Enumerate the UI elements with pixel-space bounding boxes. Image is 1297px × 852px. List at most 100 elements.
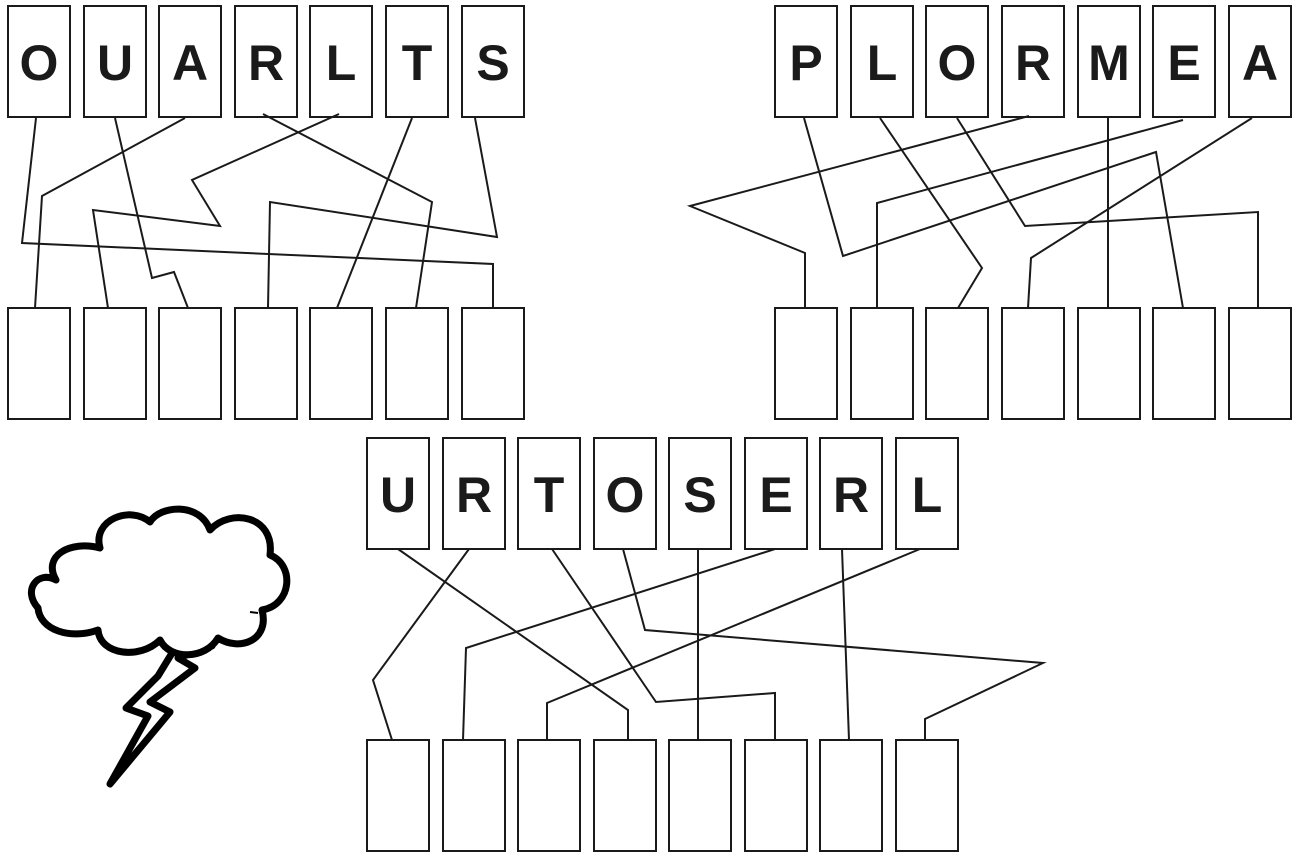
letter-tile: R [234, 5, 298, 118]
answer-box[interactable] [744, 739, 808, 852]
connector-line [1027, 117, 1253, 309]
connector-line [462, 548, 776, 741]
tile-letter: R [456, 467, 492, 523]
tile-letter: L [867, 35, 898, 91]
connector-line [551, 548, 776, 740]
tile-letter: U [380, 467, 416, 523]
connector-line [803, 117, 1184, 309]
puzzle-3: U R T O S E R L [366, 437, 1047, 852]
tile-letter: L [912, 467, 943, 523]
connector-line [876, 119, 1184, 308]
cloud-mark [249, 611, 259, 614]
answer-box[interactable] [517, 739, 581, 852]
puzzle-2: P L O R M E A [686, 5, 1292, 420]
answer-box[interactable] [819, 739, 883, 852]
letter-tile: A [1228, 5, 1292, 118]
answer-box[interactable] [895, 739, 959, 852]
letter-tile: U [366, 437, 430, 550]
tile-letter: L [326, 35, 357, 91]
letter-tile: T [517, 437, 581, 550]
tile-letter: R [1015, 35, 1051, 91]
connector-line [622, 548, 1047, 740]
tile-letter: U [97, 35, 133, 91]
puzzle-1-answer-boxes [7, 307, 525, 420]
connector-line [841, 548, 850, 741]
letter-tile: O [925, 5, 989, 118]
answer-box[interactable] [1077, 307, 1141, 420]
answer-box[interactable] [1152, 307, 1216, 420]
letter-tile: O [7, 5, 71, 118]
letter-tile: A [158, 5, 222, 118]
answer-box[interactable] [1001, 307, 1065, 420]
letter-tile: S [668, 437, 732, 550]
puzzle-2-connector-lines [686, 115, 1259, 309]
tile-letter: E [759, 467, 792, 523]
cloud-shape [28, 505, 291, 659]
puzzle-1-connector-lines [20, 113, 499, 309]
connector-line [371, 548, 470, 741]
tile-letter: E [1167, 35, 1200, 91]
letter-tile: L [309, 5, 373, 118]
connector-line [34, 117, 186, 309]
tile-letter: O [606, 467, 645, 523]
answer-box[interactable] [668, 739, 732, 852]
connector-line [879, 117, 984, 309]
answer-box[interactable] [366, 739, 430, 852]
answer-box[interactable] [234, 307, 298, 420]
tile-letter: T [534, 467, 565, 523]
puzzle-2-answer-boxes [774, 307, 1292, 420]
answer-box[interactable] [850, 307, 914, 420]
letter-tile: R [442, 437, 506, 550]
answer-box[interactable] [774, 307, 838, 420]
puzzle-1-scrambled-tiles: O U A R L T S [7, 5, 525, 118]
tile-letter: A [1242, 35, 1278, 91]
tile-letter: R [248, 35, 284, 91]
connector-line [20, 117, 494, 308]
tile-letter: A [172, 35, 208, 91]
tile-letter: S [476, 35, 509, 91]
letter-tile: T [385, 5, 449, 118]
answer-box[interactable] [158, 307, 222, 420]
connector-line [546, 548, 921, 740]
letter-tile: R [819, 437, 883, 550]
connector-line [91, 113, 340, 309]
lightning-bolt [106, 636, 216, 788]
puzzle-2-scrambled-tiles: P L O R M E A [774, 5, 1292, 118]
tile-letter: O [938, 35, 977, 91]
answer-box[interactable] [385, 307, 449, 420]
tile-letter: M [1088, 35, 1130, 91]
answer-box[interactable] [461, 307, 525, 420]
letter-tile: O [593, 437, 657, 550]
letter-tile: S [461, 5, 525, 118]
tile-letter: O [20, 35, 59, 91]
puzzle-3-connector-lines [371, 548, 1047, 741]
answer-box[interactable] [83, 307, 147, 420]
connector-line [686, 115, 1030, 308]
answer-box[interactable] [1228, 307, 1292, 420]
connector-line [262, 113, 434, 309]
letter-tile: E [744, 437, 808, 550]
puzzle-1: O U A R L T S [7, 5, 525, 420]
storm-cloud-lightning-icon [28, 505, 291, 788]
tile-letter: S [683, 467, 716, 523]
connector-line [336, 117, 413, 309]
answer-box[interactable] [593, 739, 657, 852]
connector-line [267, 117, 499, 309]
letter-tile: U [83, 5, 147, 118]
answer-box[interactable] [309, 307, 373, 420]
answer-box[interactable] [442, 739, 506, 852]
tile-letter: P [789, 35, 822, 91]
tile-letter: R [833, 467, 869, 523]
letter-tile: P [774, 5, 838, 118]
puzzle-3-answer-boxes [366, 739, 959, 852]
tile-letter: T [402, 35, 433, 91]
connector-line [114, 117, 189, 309]
letter-tile: M [1077, 5, 1141, 118]
answer-box[interactable] [7, 307, 71, 420]
letter-tile: L [850, 5, 914, 118]
letter-tile: L [895, 437, 959, 550]
answer-box[interactable] [925, 307, 989, 420]
connector-line [397, 548, 629, 740]
puzzle-3-scrambled-tiles: U R T O S E R L [366, 437, 959, 550]
